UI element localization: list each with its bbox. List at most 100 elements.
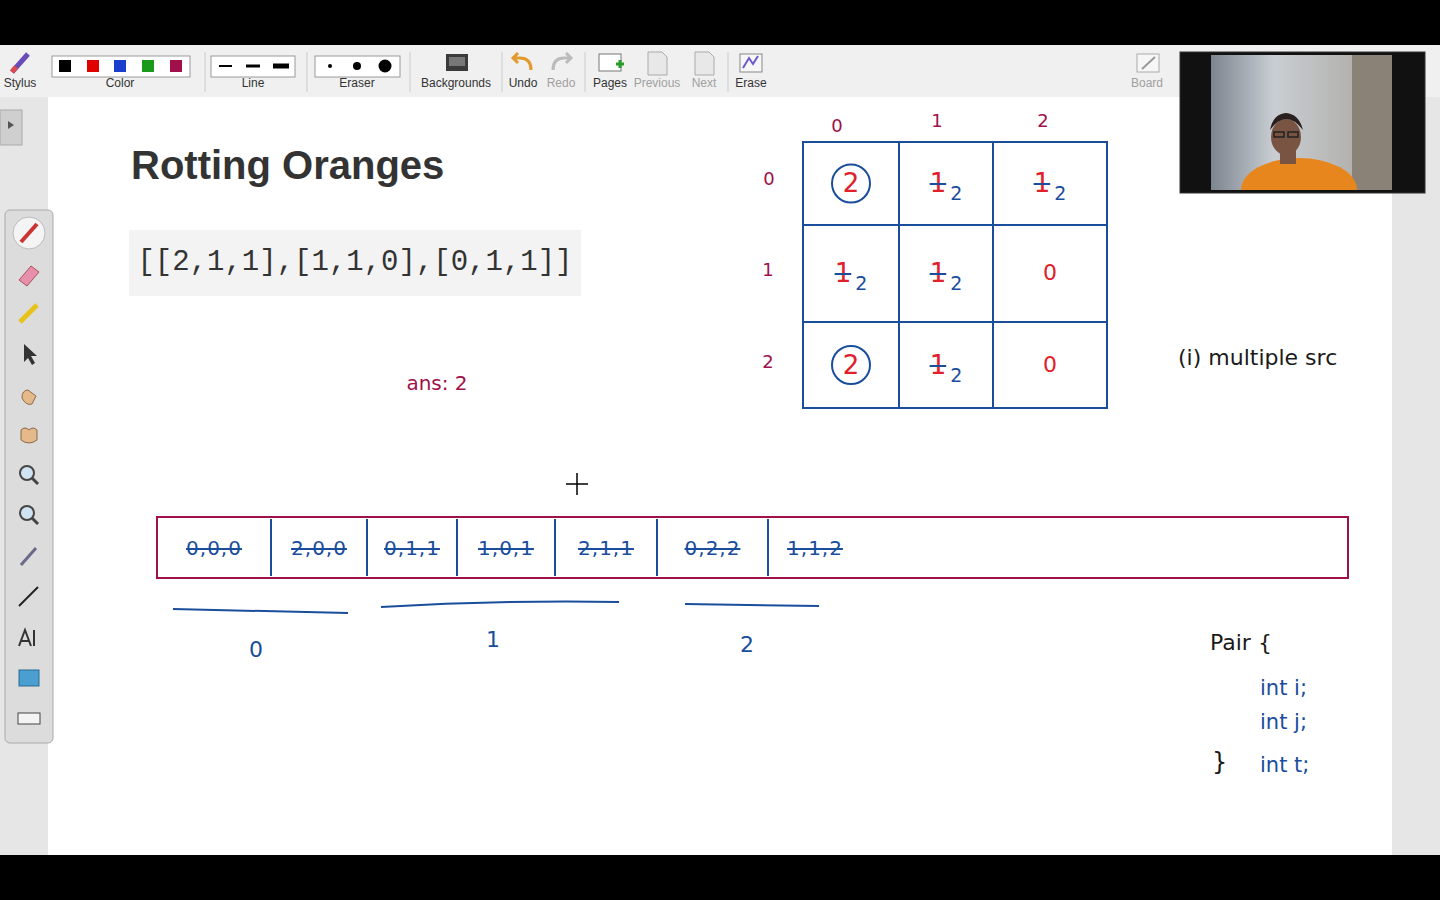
board [48,97,1392,855]
toolbar-label: Board [1131,77,1163,91]
line-sample [246,65,260,68]
toolbar-label: Color [106,77,135,91]
erase-icon [740,54,762,72]
queue-band [157,517,1348,578]
presenter-hair [1270,113,1303,130]
queue-divider [270,519,272,576]
line-box [211,56,295,77]
icon-frame [1137,54,1159,72]
color-swatch [59,60,71,72]
code-text: [[2,1,1],[1,1,0],[0,1,1]] [137,247,572,279]
queue-text: 2,1,1 [578,537,634,559]
queue-text: 1,1,2 [787,537,843,559]
grid-cell: 12 [996,145,1104,222]
toolbar-label: Pages [593,77,627,91]
level-number: 1 [486,627,500,652]
source-circle [832,165,870,203]
cell-value: 1 [930,351,947,380]
grid-line [803,224,1107,226]
level-underline [173,609,348,613]
color-swatch [114,60,126,72]
eraser-dot [379,60,392,73]
row-index: 0 [763,169,774,190]
toolbar-separator [502,52,503,92]
level-underline [381,602,619,607]
new-value: 2 [950,183,962,204]
cell-value: 0 [1043,261,1057,285]
icon-stroke [1142,57,1155,69]
row-index: 2 [762,352,773,373]
bfs-queue [157,517,1348,613]
side-tab-arrow [8,121,14,129]
toolbar-label: Eraser [339,77,374,91]
grid-cell: 12 [902,325,990,405]
pen-tool [21,224,37,242]
column-index: 2 [1037,111,1048,132]
dropper-tool [21,548,36,565]
column-index: 0 [831,116,842,137]
zoom-out-tool [20,506,34,520]
cell-value: 2 [843,351,860,380]
eraser-box [315,56,400,77]
queue-divider [656,519,658,576]
selected-tool [13,217,45,249]
grid-cell: 0 [996,228,1104,319]
queue-text: 0,2,2 [685,537,741,559]
tool-palette [5,210,53,743]
level-underline [685,604,819,606]
color-palette [52,56,190,77]
code-box: [[2,1,1],[1,1,0],[0,1,1]] [129,230,581,296]
webcam-view [1180,52,1425,222]
presenter-body [1241,158,1357,190]
grid-line [898,142,900,408]
zoom-in-handle [32,478,38,484]
handwritten-note: (i) multiple src [1178,345,1337,370]
queue-entry: 1,1,2 [771,521,859,575]
column-index: 1 [931,111,942,132]
toolbar-label: Stylus [4,77,37,91]
toolbar-separator [585,52,586,92]
grid-cell: 2 [806,325,896,405]
pointer-tool [22,390,36,404]
zoom-out-handle [32,518,38,524]
icon-inner [449,57,465,66]
toolbar-label: Redo [547,77,576,91]
side-tab [0,110,22,145]
new-value: 2 [950,365,962,386]
row-index: 1 [762,260,773,281]
cell-value: 0 [1043,353,1057,377]
grid-line [992,142,994,408]
hand-tool [21,428,37,443]
eraser-tool [19,266,39,286]
eraser-dot [353,62,361,70]
struct-field: int i; [1260,676,1307,700]
toolbar-separator [728,52,729,92]
cursor-cross [566,473,588,495]
presenter-head [1271,119,1301,155]
level-number: 0 [249,637,263,662]
struct-field: int j; [1260,710,1307,734]
zoom-in-tool [20,466,34,480]
grid-cell: 12 [902,145,990,222]
struct-field: int t; [1260,753,1309,777]
redo-icon [553,53,571,70]
queue-entry: 1,0,1 [460,521,552,575]
toolbar-label: Line [242,77,265,91]
new-value: 2 [950,273,962,294]
cell-value: 1 [835,259,852,288]
glasses [1274,132,1284,137]
slide-title: Rotting Oranges [131,143,444,188]
icon-stroke [743,56,758,68]
queue-text: 0,1,1 [384,537,440,559]
source-circle [832,346,870,384]
queue-text: 2,0,0 [291,537,347,559]
grid-line [803,321,1107,323]
toolbar-separator [307,52,308,92]
line-sample [273,64,289,69]
next-icon [695,52,714,75]
queue-text: 1,0,1 [478,537,534,559]
backgrounds-icon [446,54,468,71]
stylus-pen [12,54,28,72]
